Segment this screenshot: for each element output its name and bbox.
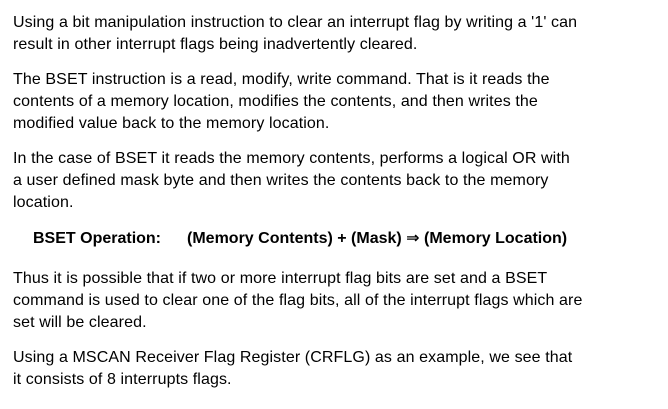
text-line: command is used to clear one of the flag…: [13, 292, 583, 309]
paragraph-bit-manipulation: Using a bit manipulation instruction to …: [13, 12, 658, 56]
text-line: modified value back to the memory locati…: [13, 115, 330, 132]
paragraph-bset-instruction: The BSET instruction is a read, modify, …: [13, 69, 658, 135]
text-line: it consists of 8 interrupts flags.: [13, 371, 232, 388]
paragraph-flags-cleared: Thus it is possible that if two or more …: [13, 268, 658, 334]
text-line: a user defined mask byte and then writes…: [13, 172, 549, 189]
text-line: Using a MSCAN Receiver Flag Register (CR…: [13, 349, 573, 366]
paragraph-crflg-example: Using a MSCAN Receiver Flag Register (CR…: [13, 347, 658, 391]
text-line: location.: [13, 194, 74, 211]
text-line: set will be cleared.: [13, 314, 147, 331]
text-line: The BSET instruction is a read, modify, …: [13, 71, 550, 88]
operation-label: BSET Operation:: [33, 230, 162, 247]
text-line: Thus it is possible that if two or more …: [13, 270, 548, 287]
text-line: contents of a memory location, modifies …: [13, 93, 538, 110]
paragraph-bset-logical-or: In the case of BSET it reads the memory …: [13, 148, 658, 214]
text-line: Using a bit manipulation instruction to …: [13, 14, 578, 31]
bset-operation-formula-line: BSET Operation: (Memory Contents) + (Mask…: [13, 228, 658, 250]
text-line: In the case of BSET it reads the memory …: [13, 150, 570, 167]
text-line: result in other interrupt flags being in…: [13, 36, 418, 53]
operation-formula: (Memory Contents) + (Mask) ⇒ (Memory Loc…: [187, 230, 568, 247]
